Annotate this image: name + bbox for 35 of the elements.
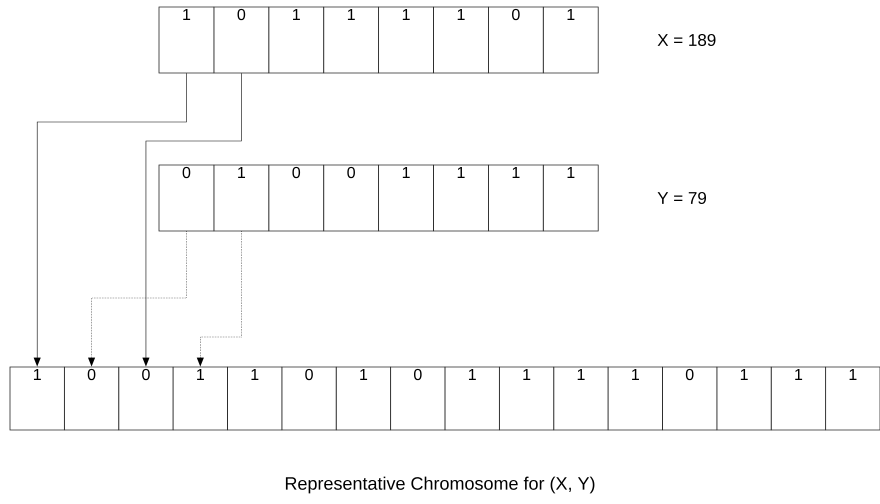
bit-cell: 0 [281,366,337,430]
bit-cell: 0 [662,366,718,430]
bit-cell: 1 [433,164,489,232]
bit-cell: 1 [716,366,772,430]
bit-cell: 1 [608,366,663,430]
bit-cell: 1 [214,164,270,232]
bit-cell: 1 [433,6,489,74]
bit-cell: 0 [390,366,446,430]
bit-cell: 1 [542,6,599,74]
bit-cell: 1 [542,164,599,232]
bit-cell: 1 [268,6,324,74]
bit-cell: 0 [64,366,120,430]
bit-cell: 1 [227,366,282,430]
bit-cell: 1 [172,366,228,430]
caption: Representative Chromosome for (X, Y) [286,476,594,494]
bit-cell: 1 [770,366,826,430]
bit-cell: 0 [323,164,379,232]
bit-cell: 0 [268,164,324,232]
bit-cell: 1 [498,366,554,430]
bit-cell: 1 [336,366,392,430]
bit-cell: 0 [158,164,214,232]
bit-cell: 0 [118,366,174,430]
bit-cell: 1 [553,366,609,430]
bit-cell: 1 [10,366,65,430]
bit-cell: 1 [378,164,434,232]
bit-cell: 0 [214,6,270,74]
bit-cell: 1 [825,366,880,430]
bit-cell: 0 [488,6,544,74]
value-label: X = 189 [658,34,716,46]
bit-cell: 1 [378,6,434,74]
bit-cell: 1 [488,164,544,232]
bit-cell: 1 [323,6,379,74]
value-label: Y = 79 [658,192,706,204]
bit-cell: 1 [444,366,500,430]
bit-cell: 1 [158,6,214,74]
